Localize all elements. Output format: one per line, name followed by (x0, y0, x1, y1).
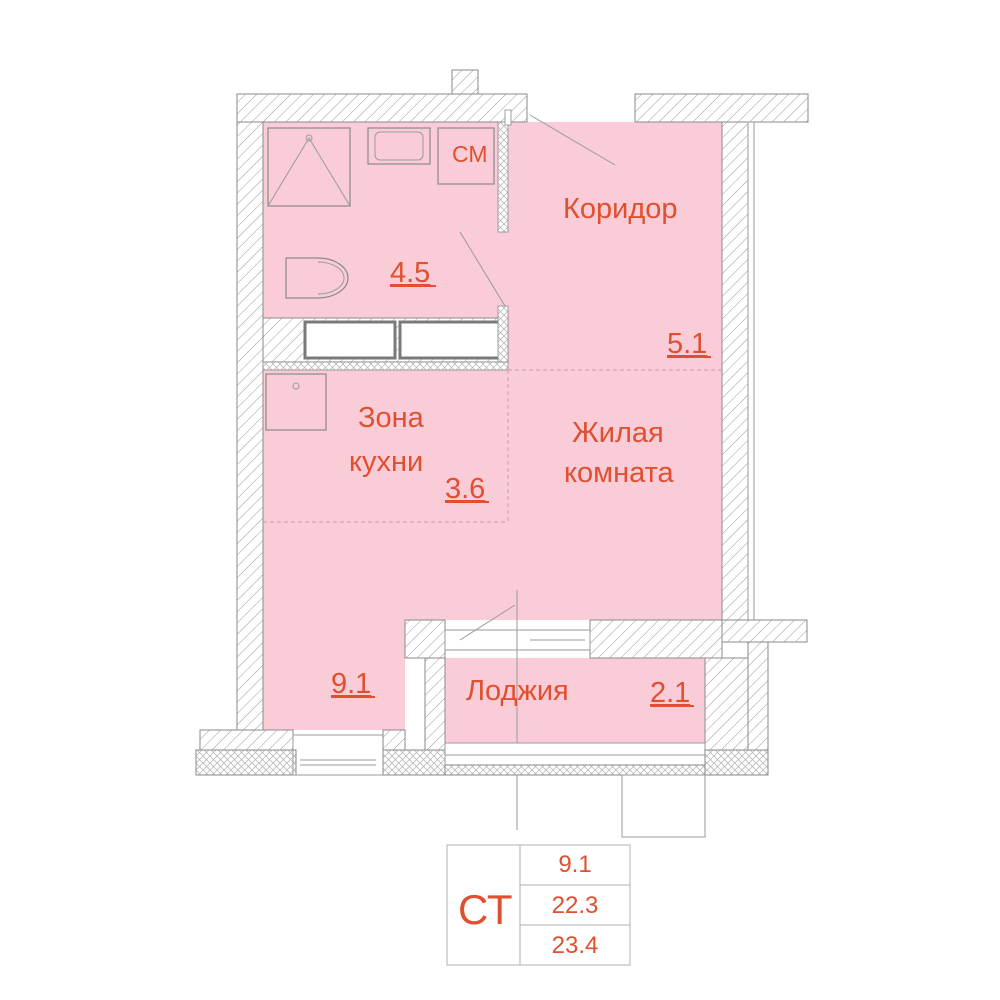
zone-lines (263, 369, 722, 743)
vent-shaft (451, 69, 479, 95)
corridor-name: Коридор (563, 193, 678, 225)
area-underlines (332, 285, 711, 707)
summary-total-area: 23.4 (552, 932, 599, 959)
toilet (285, 257, 349, 299)
bathroom-partitions (262, 109, 616, 371)
wall-bottom-left (199, 729, 294, 751)
wall-loggia-top-left (404, 619, 446, 659)
kitchen-name-line1: Зона (358, 402, 425, 434)
living-name-line2: комната (564, 457, 675, 489)
bathroom-sink (367, 127, 431, 165)
living-area: 9.1 (331, 668, 371, 700)
kitchen-sink (265, 373, 327, 431)
partition-vertical (497, 121, 509, 233)
summary-table: СТ 9.1 22.3 23.4 (446, 844, 631, 966)
wall-loggia-top-right (589, 619, 723, 659)
kitchen-area: 3.6 (445, 473, 485, 505)
living-name-line1: Жилая (572, 417, 664, 449)
outdoor-unit (621, 774, 706, 838)
wall-top-left (236, 93, 528, 123)
corridor-area: 5.1 (667, 328, 707, 360)
shower-tray (267, 127, 351, 207)
kitchen-name-line2: кухни (349, 446, 423, 478)
loggia-name: Лоджия (466, 675, 569, 707)
wall-loggia-left (424, 657, 446, 751)
wall-bottom-mid (382, 749, 446, 776)
room-fills (263, 122, 722, 743)
summary-living-area: 9.1 (558, 851, 591, 878)
room-labels: СМ 4.5 Коридор 5.1 Зона кухни 3.6 Жилая … (331, 141, 707, 709)
washing-machine (437, 127, 495, 185)
loggia-glazing (444, 742, 706, 766)
apartment-type: СТ (458, 886, 513, 933)
fixtures (265, 127, 495, 431)
summary-area-without-loggia: 22.3 (552, 892, 599, 919)
wall-right (721, 121, 749, 621)
wall-loggia-right (704, 657, 749, 751)
walls (195, 69, 809, 838)
wall-right-outer (747, 121, 755, 621)
wall-top-right (634, 93, 809, 123)
wall-bottom-left-outer (195, 749, 297, 776)
window-bottom-left (292, 734, 384, 776)
loggia-area: 2.1 (650, 677, 690, 709)
bathroom-area: 4.5 (390, 257, 430, 289)
wall-left (236, 121, 264, 731)
washer-label: СМ (452, 141, 488, 167)
